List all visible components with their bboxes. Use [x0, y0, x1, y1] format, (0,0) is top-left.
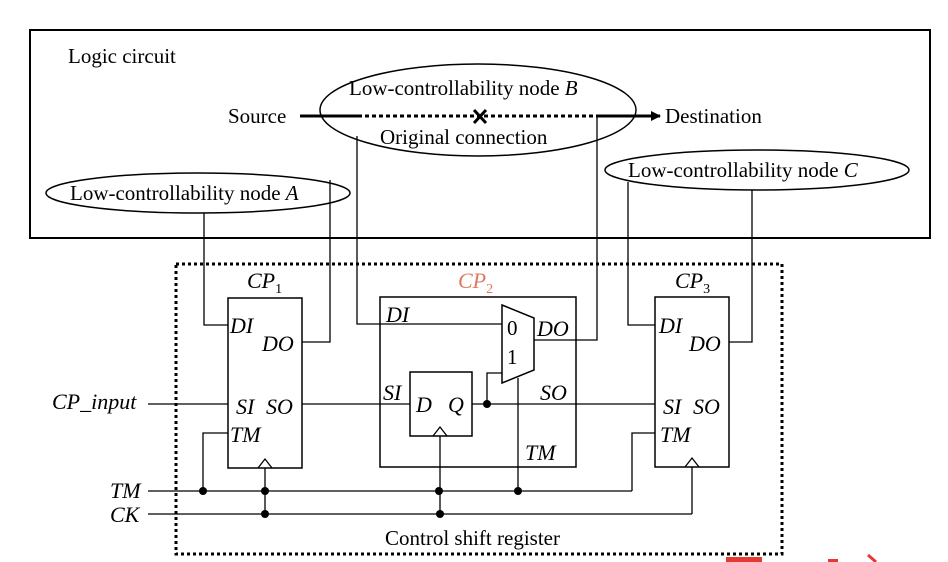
node-c-ellipse [604, 149, 910, 191]
control-shift-register-label: Control shift register [385, 526, 560, 550]
cp1-title: CP1 [247, 268, 282, 297]
logic-circuit-title: Logic circuit [68, 44, 176, 68]
original-connection-label: Original connection [380, 125, 548, 149]
node-a-ellipse [45, 172, 351, 214]
cp1-cell [227, 297, 303, 469]
cp3-tm-pin: TM [660, 422, 692, 447]
cp2-do-pin: DO [536, 316, 569, 341]
cp2-so-pin: SO [540, 380, 567, 405]
mux-input-0: 0 [507, 316, 518, 340]
node-c-label: Low-controllability node C [628, 158, 859, 182]
node-b-label: Low-controllability node B [349, 76, 578, 100]
node-a-letter: A [284, 181, 299, 205]
source-label: Source [228, 104, 286, 128]
wires [148, 116, 753, 515]
cp3-title: CP3 [675, 268, 710, 297]
ff-clock-icon [432, 425, 448, 437]
destination-label: Destination [665, 104, 762, 128]
cut-mark-icon [472, 108, 488, 125]
node-c-letter: C [844, 158, 859, 182]
cp2-di-pin: DI [385, 302, 411, 327]
cp3-so-pin: SO [693, 394, 720, 419]
cp1-si-pin: SI [236, 394, 256, 419]
cp3-clock-icon [684, 456, 700, 468]
ff-d-pin: D [415, 392, 432, 417]
cp1-so-pin: SO [266, 394, 293, 419]
cp3-si-pin: SI [663, 394, 683, 419]
tm-input-label: TM [110, 478, 142, 503]
cp1-di-pin: DI [229, 313, 255, 338]
logic-circuit-box [29, 29, 931, 239]
ck-input-label: CK [110, 502, 141, 527]
cp3-do-pin: DO [688, 331, 721, 356]
ff-q-pin: Q [448, 392, 464, 417]
cp2-title: CP2 [458, 268, 493, 297]
cp2-si-pin: SI [383, 380, 403, 405]
watermark-fragment [726, 553, 877, 562]
mux-input-1: 1 [507, 345, 518, 369]
control-shift-register-box [174, 262, 784, 556]
node-b-ellipse [319, 63, 637, 157]
node-b-letter: B [565, 76, 578, 100]
cp2-tm-pin: TM [525, 440, 557, 465]
cp1-do-pin: DO [261, 331, 294, 356]
cp3-cell [654, 296, 730, 468]
cp1-clock-icon [257, 457, 273, 469]
node-a-label: Low-controllability node A [70, 181, 299, 205]
mux [501, 303, 535, 385]
cp3-di-pin: DI [658, 313, 684, 338]
cp1-tm-pin: TM [230, 422, 262, 447]
cp-input-label: CP_input [52, 389, 137, 414]
junction-dots [199, 400, 522, 518]
